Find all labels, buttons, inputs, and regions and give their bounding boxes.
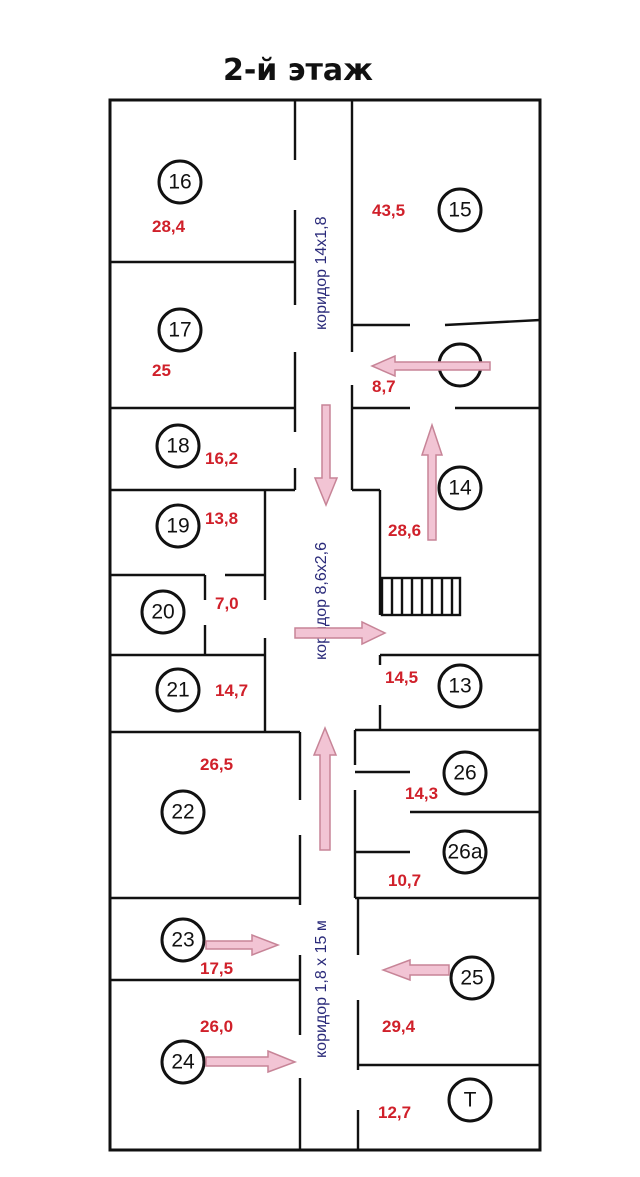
room-number-circle [442,829,488,875]
room-number: 13 [448,675,471,698]
room-area: 10,7 [388,871,421,890]
room-14: 14 28,6 [388,465,483,540]
room-15: 15 43,5 [372,187,483,233]
arrow-right [205,933,281,957]
room-number-circle [160,1039,206,1085]
room-area: 8,7 [372,377,396,396]
room-number: 14 [448,477,472,500]
room-area: 29,4 [382,1017,416,1036]
room-number: 18 [166,435,189,458]
room-area: 14,5 [385,668,418,687]
room-area: 43,5 [372,201,405,220]
room-number-circle [437,663,483,709]
arrows [205,354,491,1074]
room-26а: 26а 10,7 [388,829,488,890]
room-number: 21 [166,679,189,702]
room-number: 22 [171,801,194,824]
room-number-circle [437,465,483,511]
room-number-circle [437,187,483,233]
room-22: 22 26,5 [160,755,233,835]
room-area: 17,5 [200,959,233,978]
room-number: 25 [460,967,483,990]
room-number: 20 [151,601,174,624]
room-area: 28,4 [152,217,186,236]
room-number-circle [155,423,201,469]
arrow-right [205,1049,298,1074]
room-number: 16 [168,171,191,194]
room-number: 15 [448,199,471,222]
room-area: 14,3 [405,784,438,803]
room-number: 26 [453,762,476,785]
room-number: 17 [168,319,191,342]
room-number-circle [160,917,206,963]
room-21: 21 14,7 [155,667,248,713]
room-area: 7,0 [215,594,239,613]
room-18: 18 16,2 [155,423,238,469]
room-area: 26,5 [200,755,233,774]
floor-title: 2-й этаж [223,53,373,88]
room-area: 28,6 [388,521,421,540]
walls [108,98,542,1152]
room-number: 19 [166,515,189,538]
room-number: Т [464,1089,477,1112]
corridor-label-top: коридор 14х1,8 [313,216,330,330]
arrow-up [312,726,338,851]
corridor-label-bottom: коридор 1,8 х 15 м [313,920,330,1058]
corridor-label-middle: коридор 8,6х2,6 [313,542,330,660]
room-area: 16,2 [205,449,238,468]
room-area: 13,8 [205,509,238,528]
arrow-down [313,404,339,507]
room-number: 26а [447,841,482,864]
room-number-circle [157,159,203,205]
room-number-circle [157,307,203,353]
room-area: 14,7 [215,681,248,700]
room-number: 24 [171,1051,195,1074]
room-number-circle [140,589,186,635]
room-26: 26 14,3 [405,750,488,803]
room-number-circle [160,789,206,835]
arrow-left [370,354,491,378]
room-number-circle [155,503,201,549]
room-area: 12,7 [378,1103,411,1122]
room-number-circle [442,750,488,796]
room-area: 26,0 [200,1017,233,1036]
room-number-circle [449,955,495,1001]
arrow-up [420,422,444,541]
room-23: 23 17,5 [160,917,233,978]
room-number: 23 [171,929,194,952]
room-19: 19 13,8 [155,503,238,549]
room-number-circle [447,1077,493,1123]
arrow-right [294,620,387,646]
room-area: 25 [152,361,171,380]
room-Т: Т 12,7 [378,1077,493,1123]
arrow-left [380,958,450,982]
room-13: 13 14,5 [385,663,483,709]
room-16: 16 28,4 [152,159,203,236]
room-25: 25 29,4 [382,955,495,1036]
room-number-circle [155,667,201,713]
room-24: 24 26,0 [160,1017,233,1085]
